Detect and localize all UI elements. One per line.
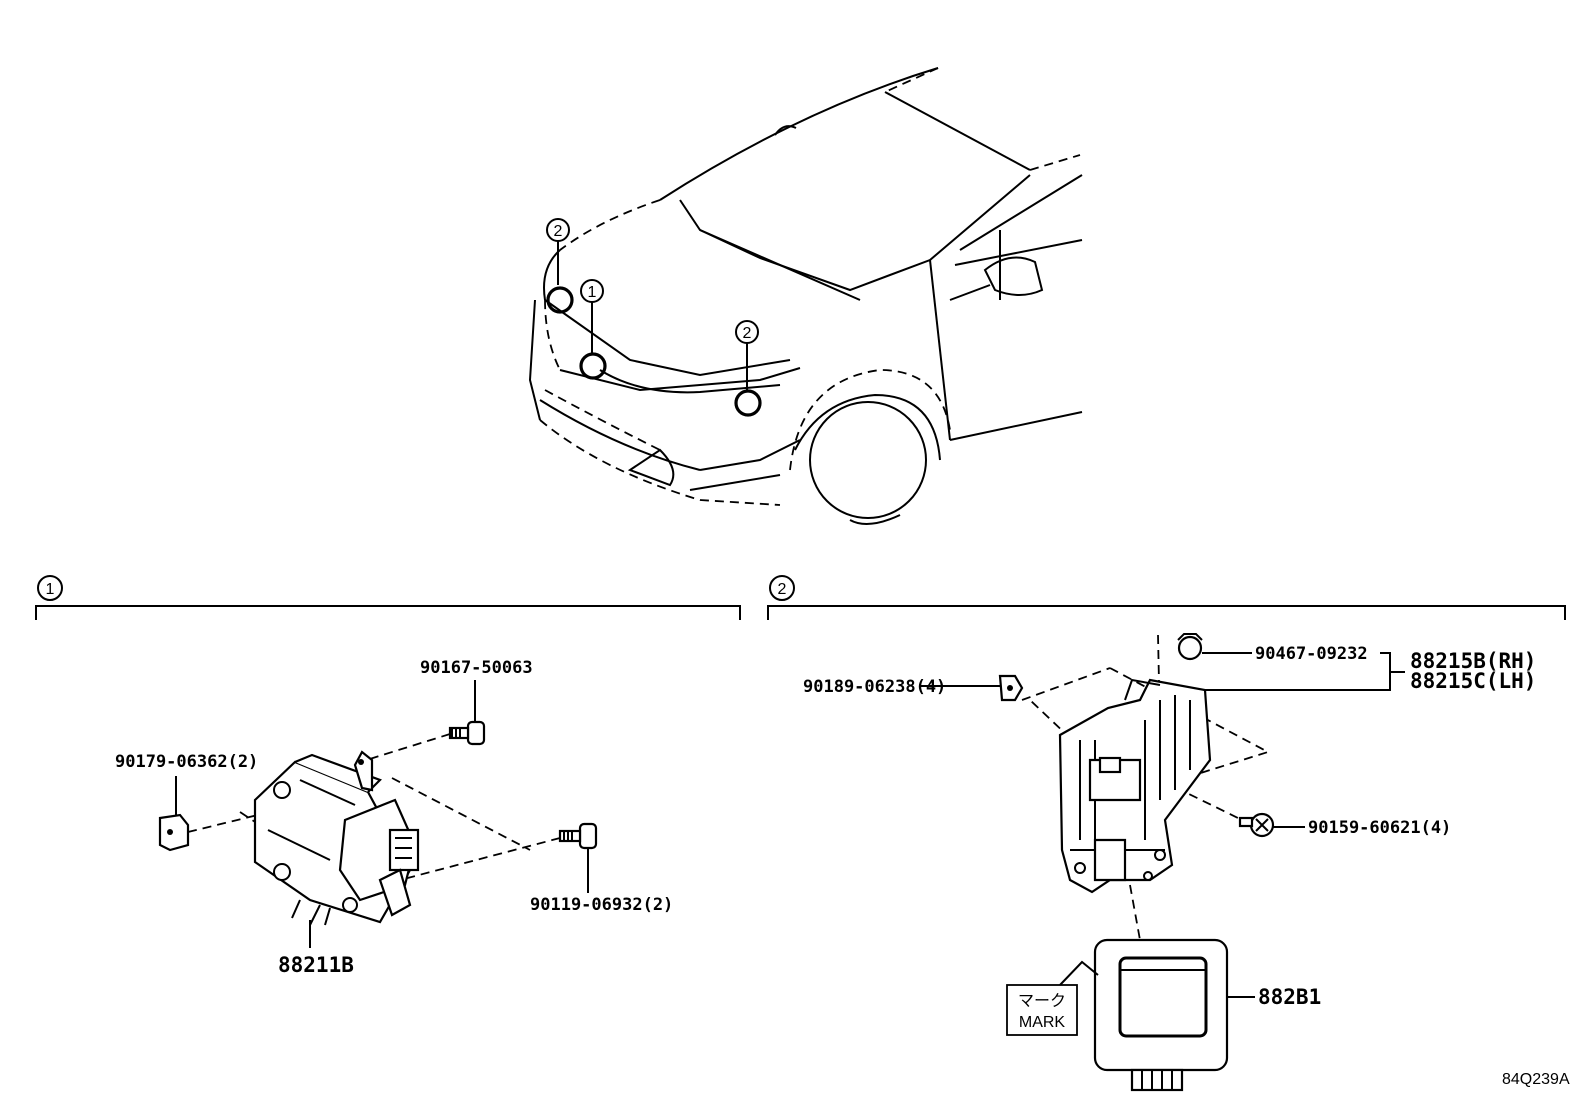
part-number-nut-2: 90189-06238(4) (803, 677, 946, 697)
bolt-right-drawing (558, 822, 598, 850)
bracket-drawing (1058, 678, 1212, 894)
nut-drawing (158, 813, 190, 852)
nut2-drawing (998, 674, 1024, 702)
section-2-label: 2 (778, 581, 787, 598)
car-illustration (528, 67, 1083, 525)
callout-label-2b: 2 (743, 325, 752, 342)
sensor-module-drawing (253, 750, 420, 926)
section-1-bracket (35, 605, 741, 620)
section-1-label: 1 (46, 581, 55, 598)
mark-callout: マーク MARK (1006, 960, 1099, 1036)
part-number-screw: 90159-60621(4) (1308, 818, 1451, 838)
section-2-bracket (767, 605, 1566, 620)
part-number-bracket-lh: 88215C(LH) (1410, 669, 1536, 693)
mark-label-en: MARK (1019, 1014, 1066, 1031)
location-markers: 2 1 2 (546, 218, 762, 417)
callout-label-2a: 2 (554, 223, 563, 240)
screw-drawing (1238, 812, 1275, 838)
clip-drawing (1177, 633, 1203, 661)
callout-label-1: 1 (588, 284, 597, 301)
part-number-nut: 90179-06362(2) (115, 752, 258, 772)
location-dot-2b (734, 389, 762, 417)
section-2-header: 2 (767, 575, 1566, 620)
part-number-radar: 882B1 (1258, 985, 1321, 1009)
section-1-header: 1 (35, 575, 741, 620)
part-number-bracket-rh: 88215B(RH) (1410, 649, 1536, 673)
radar-sensor-drawing (1093, 938, 1229, 1092)
part-number-bolt-top: 90167-50063 (420, 658, 533, 678)
section-1-parts: 90167-50063 90179-06362(2) 90119-06932(2… (115, 658, 673, 977)
part-number-sensor: 88211B (278, 953, 354, 977)
mark-label-jp: マーク (1018, 992, 1066, 1010)
diagram-code: 84Q239A (1502, 1071, 1570, 1088)
location-dot-1 (579, 352, 607, 380)
section-2-parts: 90467-09232 88215B(RH) 88215C(LH) 90189-… (803, 633, 1536, 1092)
location-dot-2a (546, 286, 574, 314)
bolt-top-drawing (448, 720, 486, 746)
part-number-clip: 90467-09232 (1255, 644, 1368, 664)
part-number-bolt-right: 90119-06932(2) (530, 895, 673, 915)
